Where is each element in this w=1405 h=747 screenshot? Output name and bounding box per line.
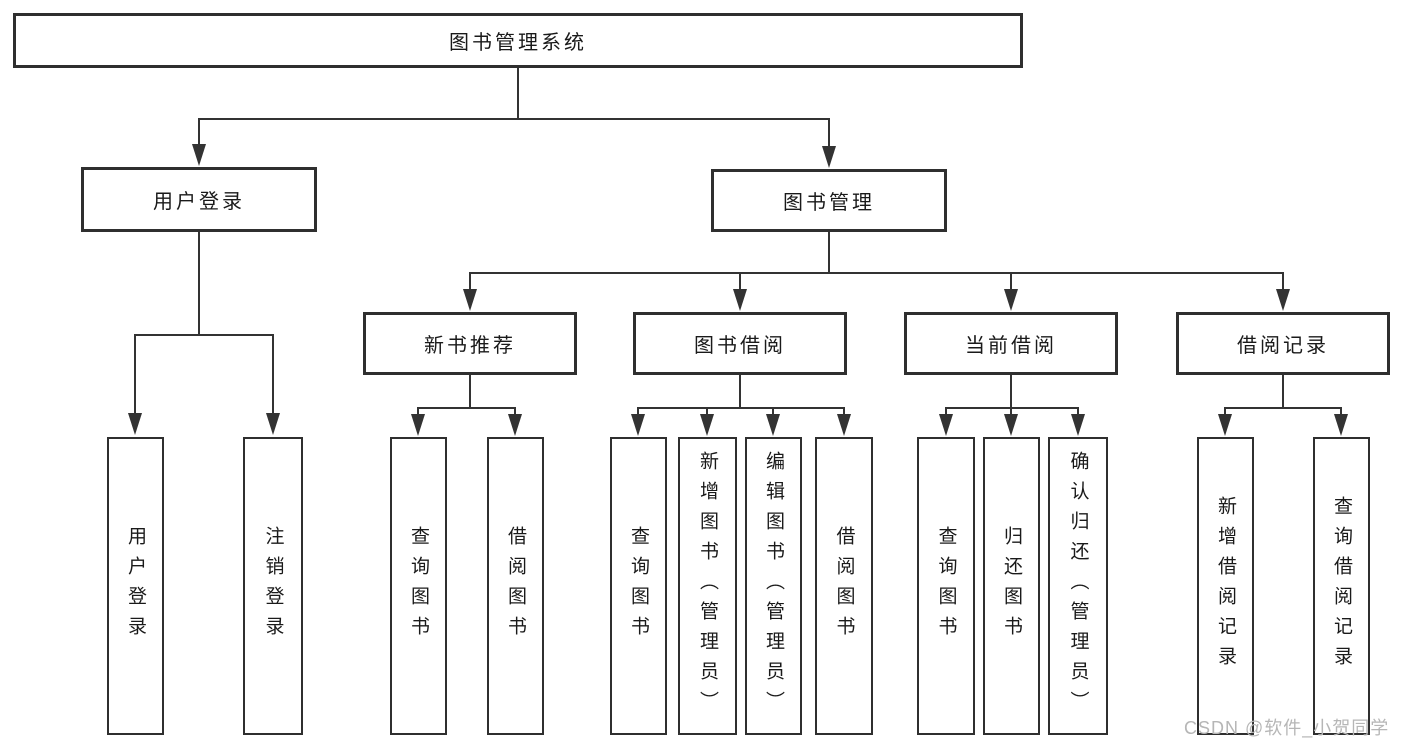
- arrow-down-icon: [822, 146, 836, 168]
- arrow-down-icon: [1218, 414, 1232, 436]
- arrow-down-icon: [733, 289, 747, 311]
- leaf-query-books-borrow: 查询图书: [610, 437, 667, 735]
- leaf-query-borrow-record: 查询借阅记录: [1313, 437, 1370, 735]
- leaf-query-books-current: 查询图书: [917, 437, 975, 735]
- leaf-edit-books-admin: 编辑图书（管理员）: [745, 437, 802, 735]
- arrow-down-icon: [837, 414, 851, 436]
- arrow-down-icon: [128, 413, 142, 435]
- arrow-down-icon: [1004, 289, 1018, 311]
- node-borrow-records: 借阅记录: [1176, 312, 1390, 375]
- arrow-down-icon: [1276, 289, 1290, 311]
- csdn-watermark: CSDN @软件_小贺同学: [1184, 718, 1390, 738]
- leaf-add-borrow-record: 新增借阅记录: [1197, 437, 1254, 735]
- leaf-confirm-return-admin: 确认归还（管理员）: [1048, 437, 1108, 735]
- arrow-down-icon: [939, 414, 953, 436]
- leaf-user-login: 用户登录: [107, 437, 164, 735]
- arrow-down-icon: [766, 414, 780, 436]
- arrow-down-icon: [1004, 414, 1018, 436]
- node-book-borrow: 图书借阅: [633, 312, 847, 375]
- leaf-logout: 注销登录: [243, 437, 303, 735]
- leaf-add-books-admin: 新增图书（管理员）: [678, 437, 737, 735]
- arrow-down-icon: [411, 414, 425, 436]
- leaf-return-books: 归还图书: [983, 437, 1040, 735]
- leaf-query-books-recommend: 查询图书: [390, 437, 447, 735]
- arrow-down-icon: [192, 144, 206, 166]
- node-user-login: 用户登录: [81, 167, 317, 232]
- node-current-borrow: 当前借阅: [904, 312, 1118, 375]
- node-book-management: 图书管理: [711, 169, 947, 232]
- arrow-down-icon: [266, 413, 280, 435]
- arrow-down-icon: [463, 289, 477, 311]
- leaf-borrow-books: 借阅图书: [815, 437, 873, 735]
- arrowhead-icons: [128, 144, 1348, 436]
- arrow-down-icon: [1334, 414, 1348, 436]
- node-new-book-recommend: 新书推荐: [363, 312, 577, 375]
- arrow-down-icon: [1071, 414, 1085, 436]
- leaf-borrow-books-recommend: 借阅图书: [487, 437, 544, 735]
- arrow-down-icon: [700, 414, 714, 436]
- arrow-down-icon: [631, 414, 645, 436]
- node-library-management-system: 图书管理系统: [13, 13, 1023, 68]
- arrow-down-icon: [508, 414, 522, 436]
